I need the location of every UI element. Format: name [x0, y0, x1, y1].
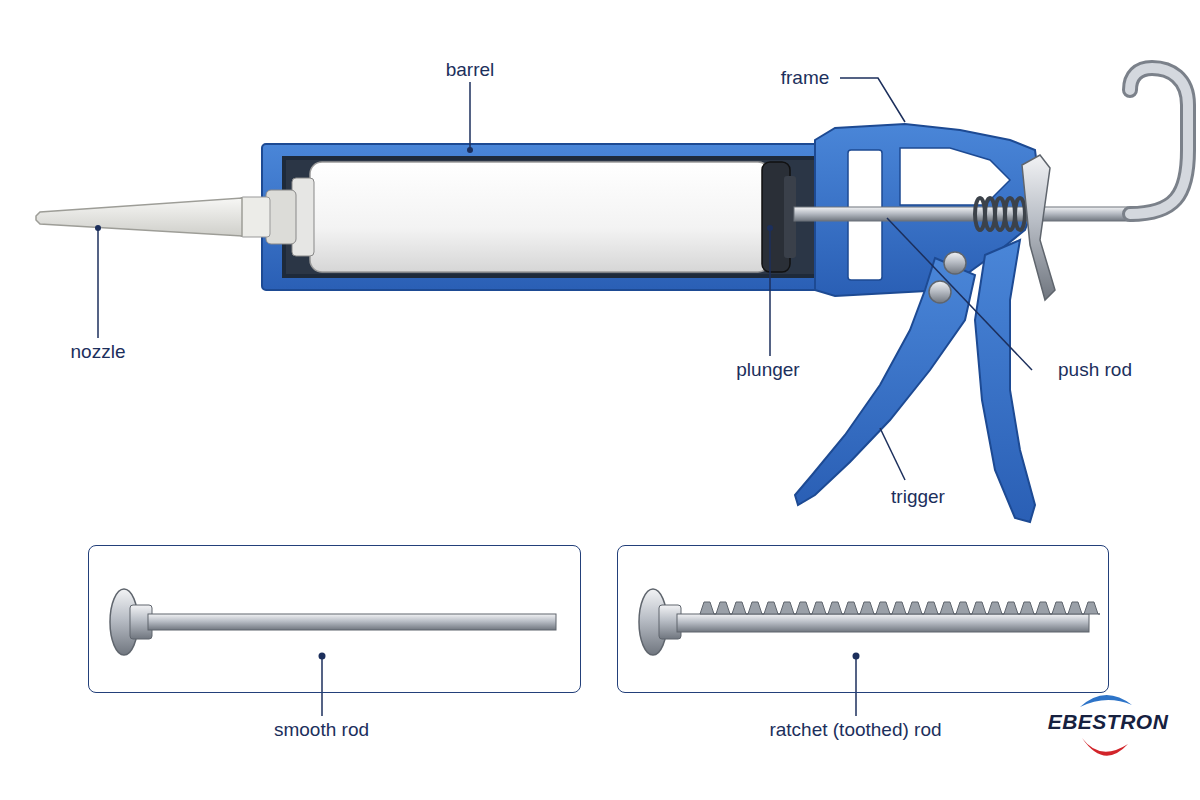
inset-box: ratchet (toothed) rod [617, 545, 1109, 693]
logo-swoosh [1082, 738, 1128, 756]
rod-caption: smooth rod [274, 719, 369, 742]
part-label: barrel [446, 59, 495, 82]
cartridge [240, 162, 770, 272]
handle-grip [975, 240, 1035, 522]
logo-arc [1080, 695, 1132, 707]
spring [975, 198, 1025, 230]
trigger-shape [795, 258, 975, 505]
watermark-logo: EBESTRON [1048, 709, 1169, 734]
part-label: nozzle [71, 341, 126, 364]
release-lever [1022, 155, 1055, 300]
pivot-bolt [944, 252, 966, 274]
part-label: plunger [736, 359, 799, 382]
pivot-bolt [929, 281, 951, 303]
part-label: trigger [891, 486, 945, 509]
part-label: frame [781, 67, 830, 90]
plunger-disc [762, 162, 796, 272]
smooth-rod-shape [110, 589, 556, 655]
ratchet-rod-shape [639, 589, 1100, 655]
barrel-housing [262, 144, 837, 290]
leader-dots [95, 147, 860, 660]
part-label: push rod [1058, 359, 1132, 382]
nozzle-shape [36, 198, 242, 236]
rod-caption: ratchet (toothed) rod [769, 719, 941, 742]
inset-box: smooth rod [88, 545, 581, 693]
